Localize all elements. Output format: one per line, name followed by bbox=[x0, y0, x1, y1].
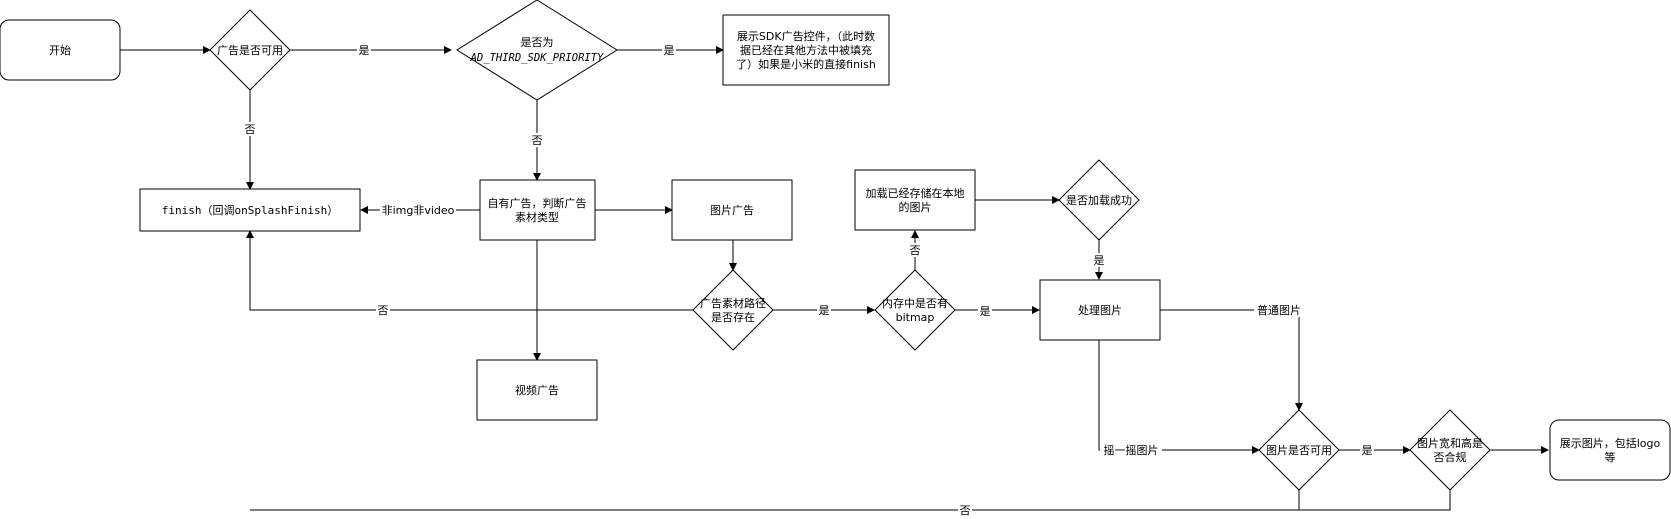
node-load-success-label: 是否加载成功 bbox=[1066, 194, 1132, 207]
node-show-sdk-ad: 展示SDK广告控件，（此时数 据已经在其他方法中被填充 了）如果是小米的直接fi… bbox=[722, 14, 890, 86]
node-finish-label: finish（回调onSplashFinish） bbox=[162, 204, 338, 217]
edge-label-no: 否 bbox=[532, 134, 543, 147]
node-show-image-line1: 展示图片，包括logo bbox=[1560, 436, 1661, 450]
edge-bottom-no bbox=[250, 490, 1451, 511]
node-memory-bitmap-line2: bitmap bbox=[896, 311, 935, 324]
edge-label-no: 否 bbox=[378, 304, 389, 317]
node-process-image: 处理图片 bbox=[1039, 279, 1161, 341]
node-path-exists: 广告素材路径 是否存在 bbox=[692, 269, 774, 351]
edge-label-shake-image: 摇一摇图片 bbox=[1104, 443, 1159, 457]
edge-process-normal bbox=[1160, 309, 1303, 411]
edge-process-shake bbox=[1098, 340, 1260, 454]
node-start: 开始 bbox=[0, 19, 121, 81]
edge-label-no: 否 bbox=[910, 244, 921, 257]
edge-path-exists-no bbox=[246, 230, 693, 311]
node-finish-close: ） bbox=[327, 204, 338, 217]
node-ad-available: 广告是否可用 bbox=[209, 9, 291, 91]
node-process-image-label: 处理图片 bbox=[1078, 304, 1122, 317]
node-own-ad-line2: 素材类型 bbox=[515, 210, 559, 224]
node-third-sdk-line2: AD_THIRD_SDK_PRIORITY bbox=[470, 52, 604, 64]
edge-label-yes: 是 bbox=[359, 44, 370, 57]
edge-label-yes: 是 bbox=[980, 305, 991, 318]
node-show-sdk-line2: 据已经在其他方法中被填充 bbox=[740, 43, 872, 57]
node-video-ad: 视频广告 bbox=[476, 359, 598, 421]
node-show-image: 展示图片，包括logo 等 bbox=[1549, 419, 1671, 481]
node-size-compliant-line1: 图片宽和高是 bbox=[1417, 436, 1483, 450]
edge-label-no: 否 bbox=[960, 504, 971, 517]
node-third-sdk-priority: 是否为 AD_THIRD_SDK_PRIORITY bbox=[456, 0, 618, 101]
node-finish-paren: （回调 bbox=[202, 204, 235, 217]
node-image-available: 图片是否可用 bbox=[1258, 409, 1340, 491]
node-image-available-label: 图片是否可用 bbox=[1266, 444, 1332, 457]
edge-label-yes: 是 bbox=[664, 44, 675, 57]
node-load-local-line1: 加载已经存储在本地 bbox=[866, 186, 965, 200]
edge-label-yes: 是 bbox=[1094, 254, 1105, 267]
node-ad-available-label: 广告是否可用 bbox=[217, 44, 283, 57]
node-own-ad-line1: 自有广告，判断广告 bbox=[488, 196, 587, 210]
node-path-exists-line2: 是否存在 bbox=[711, 310, 755, 324]
node-show-sdk-line3: 了）如果是小米的直接finish bbox=[736, 57, 876, 71]
node-memory-bitmap: 内存中是否有 bitmap bbox=[874, 269, 956, 351]
edge-label-yes: 是 bbox=[819, 304, 830, 317]
node-load-local-line2: 的图片 bbox=[899, 200, 932, 214]
node-finish: finish（回调onSplashFinish） bbox=[139, 188, 361, 232]
node-show-sdk-line1: 展示SDK广告控件，（此时数 bbox=[737, 29, 875, 43]
node-memory-bitmap-line1: 内存中是否有 bbox=[882, 296, 948, 310]
node-path-exists-line1: 广告素材路径 bbox=[700, 296, 766, 310]
edge-label-yes: 是 bbox=[1362, 444, 1373, 457]
node-third-sdk-line1: 是否为 bbox=[521, 36, 554, 49]
node-image-ad: 图片广告 bbox=[671, 179, 793, 241]
edge-label-no: 否 bbox=[245, 123, 256, 136]
node-load-local-image: 加载已经存储在本地 的图片 bbox=[854, 169, 976, 231]
node-load-success: 是否加载成功 bbox=[1058, 159, 1140, 241]
node-size-compliant: 图片宽和高是 否合规 bbox=[1409, 409, 1491, 491]
node-start-label: 开始 bbox=[49, 43, 71, 57]
edge-label-normal-image: 普通图片 bbox=[1257, 303, 1301, 317]
node-image-ad-label: 图片广告 bbox=[710, 204, 754, 217]
node-video-ad-label: 视频广告 bbox=[515, 383, 559, 397]
node-finish-mono: finish bbox=[162, 204, 202, 217]
edge-label-not-img-video: 非img非video bbox=[382, 204, 455, 217]
node-finish-mono2: onSplashFinish bbox=[235, 204, 328, 217]
node-size-compliant-line2: 否合规 bbox=[1434, 450, 1467, 464]
node-own-ad: 自有广告，判断广告 素材类型 bbox=[479, 179, 596, 241]
node-show-image-line2: 等 bbox=[1605, 450, 1616, 464]
